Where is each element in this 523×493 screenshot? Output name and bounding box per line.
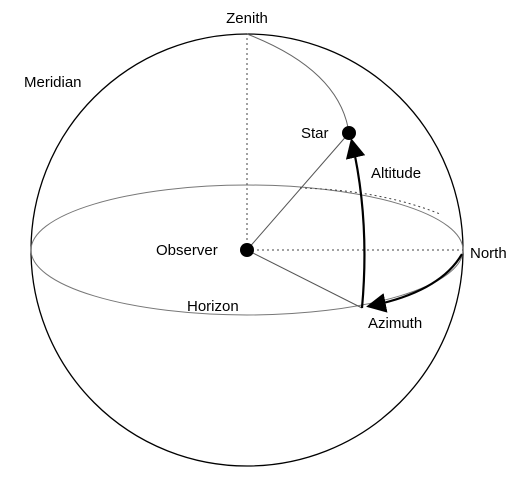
label-zenith: Zenith (226, 10, 268, 27)
label-horizon: Horizon (187, 298, 239, 315)
label-meridian: Meridian (24, 74, 82, 91)
observer-marker (240, 243, 254, 257)
altitude-arrow (345, 138, 366, 309)
observer-star-line (246, 132, 350, 251)
star-marker (342, 126, 356, 140)
label-altitude: Altitude (371, 165, 421, 182)
vertical-circle-arc (246, 33, 350, 134)
label-star: Star (301, 125, 329, 142)
label-azimuth: Azimuth (368, 315, 422, 332)
azimuth-arrow (366, 253, 463, 313)
observer-azimuth-line (246, 249, 363, 309)
label-observer: Observer (156, 242, 218, 259)
horizon-ellipse-front (30, 249, 464, 316)
label-north: North (470, 245, 507, 262)
back-dotted-arc (299, 187, 441, 215)
